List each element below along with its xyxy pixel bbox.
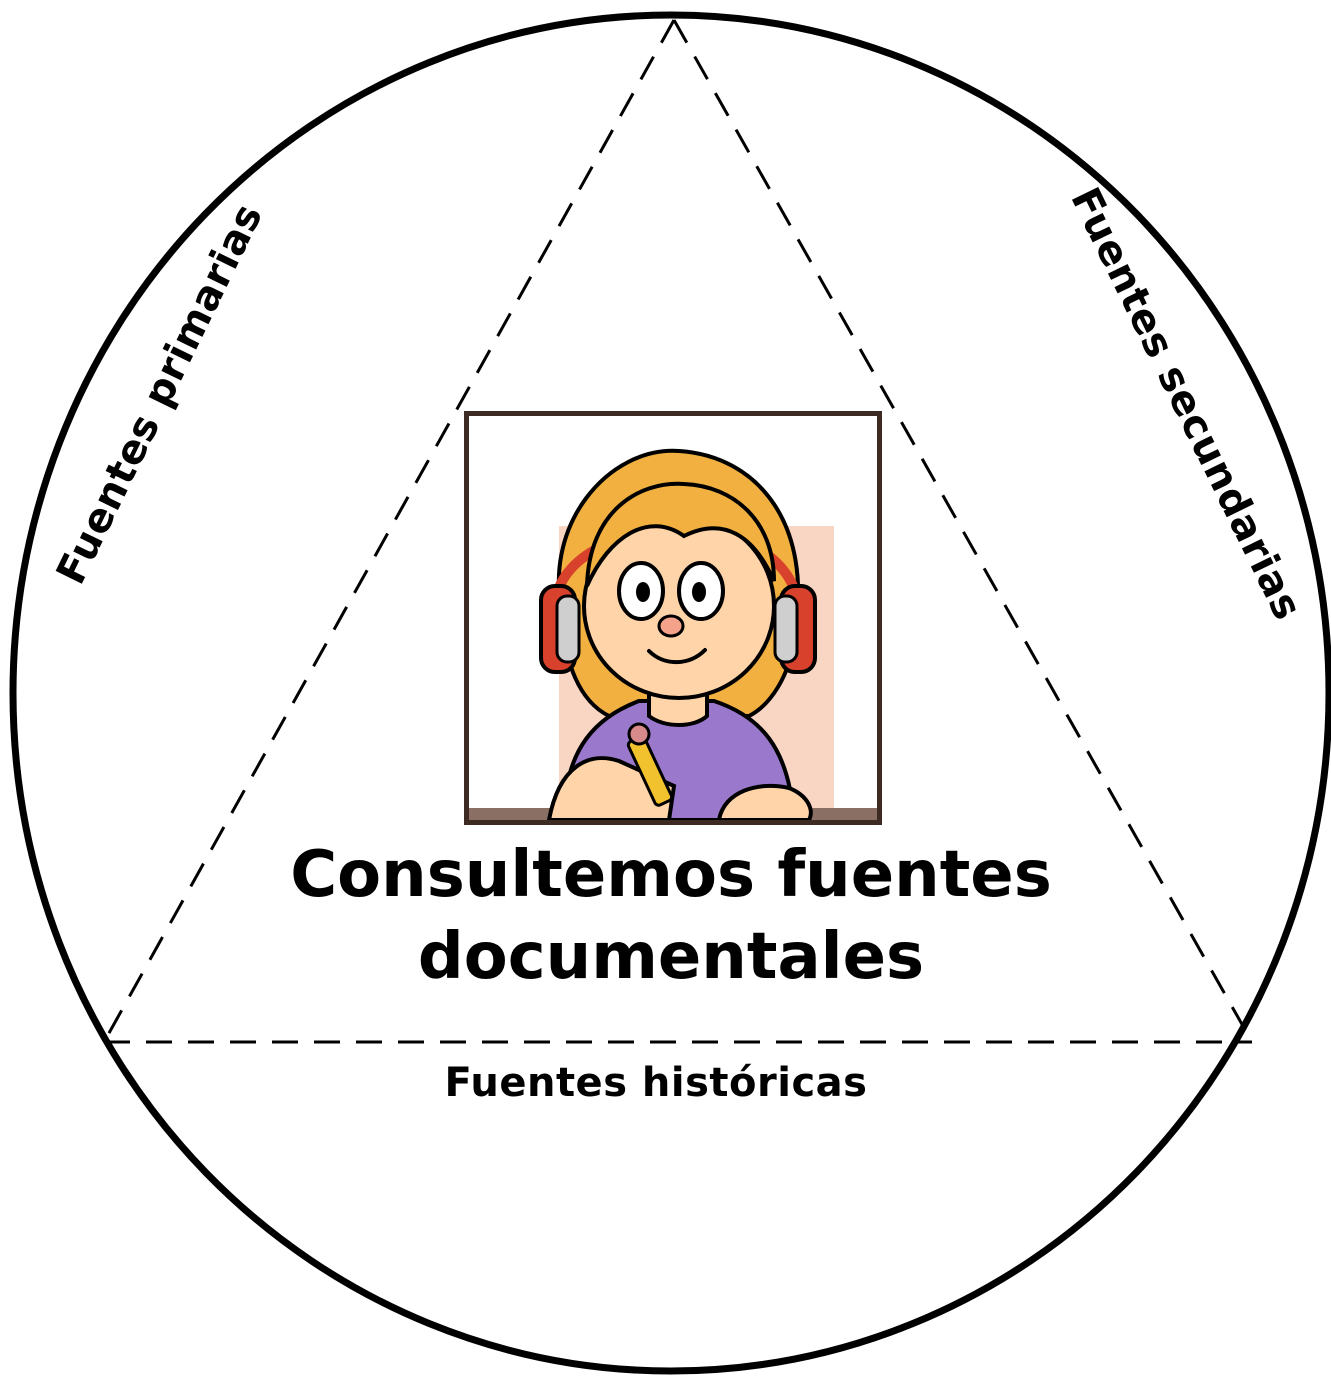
triangle-left-edge — [102, 19, 676, 1043]
label-historical-sources: Fuentes históricas — [444, 1060, 868, 1106]
title-line-2: documentales — [417, 920, 925, 994]
page-title: Consultemos fuentes documentales — [221, 834, 1121, 998]
triangle-right-edge — [672, 19, 1254, 1043]
illustration-frame — [464, 411, 882, 825]
outer-circle — [9, 11, 1331, 1375]
girl-with-headphones-writing-icon — [469, 416, 877, 820]
title-line-1: Consultemos fuentes — [290, 838, 1052, 912]
